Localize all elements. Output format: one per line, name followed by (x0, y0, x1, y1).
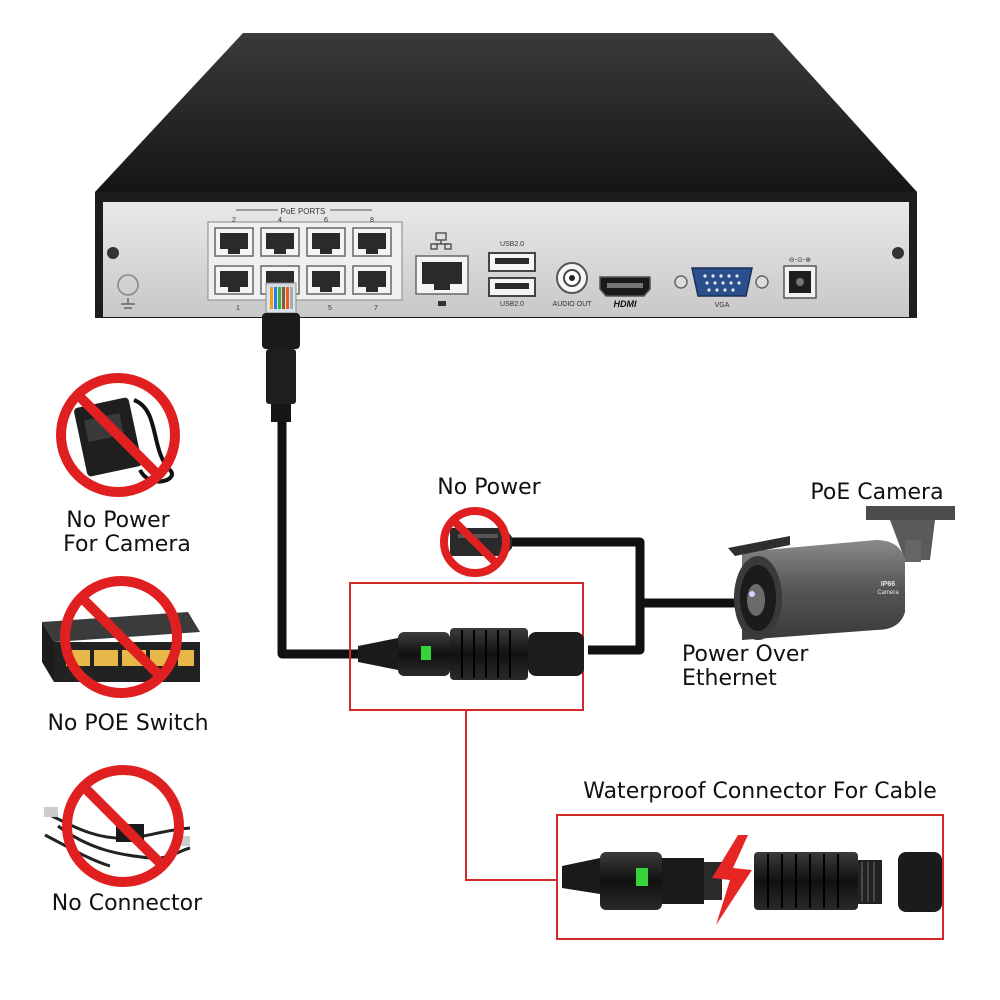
prohibited-sign-icon (62, 765, 184, 887)
port-number: 2 (232, 217, 236, 224)
waterproof-connector (358, 628, 584, 680)
poe-camera-label: PoE Camera (810, 480, 943, 505)
hdmi-port[interactable]: HDMI (599, 276, 651, 309)
waterproof-connector-label: Waterproof Connector For Cable (583, 779, 937, 804)
power-over-ethernet-label: Ethernet (682, 666, 777, 691)
prohibited-sign-icon (440, 507, 510, 577)
port-number: 5 (328, 305, 332, 312)
audio-out-label: AUDIO OUT (553, 301, 593, 308)
no-power-for-camera-label: No Power (66, 508, 170, 533)
poe-port-2[interactable] (214, 227, 254, 257)
splitter-plug (44, 807, 58, 817)
callout-line (465, 710, 557, 881)
connector-detail-box (556, 814, 944, 940)
poe-port-8[interactable] (352, 227, 392, 257)
prohibited-sign-icon (56, 373, 180, 497)
port-number: 8 (370, 217, 374, 224)
splitter-plug (178, 836, 190, 846)
dc-power-jack[interactable]: ⊖-⊙-⊕ (783, 257, 817, 299)
no-poe-switch-label: No POE Switch (47, 711, 208, 736)
port-number: 6 (324, 217, 328, 224)
no-connector-label: No Connector (52, 891, 203, 916)
camera-badge: Camera (877, 590, 899, 596)
poe-camera: IP66 Camera (728, 506, 955, 640)
nvr-top-cover (95, 33, 917, 192)
hdmi-label: HDMI (614, 299, 637, 309)
ground-icon (117, 274, 139, 309)
port-number: 7 (374, 305, 378, 312)
poe-ports-block: PoE PORTS 2 4 6 8 1 3 5 7 (207, 207, 403, 312)
usb-bottom-label: USB2.0 (500, 301, 524, 308)
no-power-label: No Power (437, 475, 541, 500)
lan-port[interactable] (415, 232, 469, 306)
ethernet-cable (277, 420, 735, 659)
prohibited-sign-icon (60, 576, 182, 698)
audio-out-jack[interactable]: AUDIO OUT (553, 262, 593, 308)
ethernet-icon (430, 232, 452, 250)
usb-ports[interactable]: USB2.0 USB2.0 (488, 241, 536, 308)
usb-top-label: USB2.0 (500, 241, 524, 248)
power-over-ethernet-label: Power Over (682, 642, 809, 667)
poe-port-4[interactable] (260, 227, 300, 257)
poe-port-6[interactable] (306, 227, 346, 257)
poe-ports-label: PoE PORTS (281, 207, 326, 216)
lightning-icon (712, 835, 752, 925)
camera-badge: IP66 (881, 581, 896, 588)
port-number: 1 (236, 305, 240, 312)
port-number: 4 (278, 217, 282, 224)
poe-port-1[interactable] (214, 265, 254, 295)
no-power-for-camera-label: For Camera (63, 532, 191, 557)
vga-label: VGA (715, 302, 730, 309)
poe-port-5[interactable] (306, 265, 346, 295)
vga-port[interactable]: VGA (674, 267, 769, 309)
connector-detail (562, 852, 942, 912)
rj45-plug (262, 282, 300, 422)
poe-port-7[interactable] (352, 265, 392, 295)
svg-text:⊖-⊙-⊕: ⊖-⊙-⊕ (789, 257, 811, 264)
nvr-recorder: PoE PORTS 2 4 6 8 1 3 5 7 (95, 33, 917, 318)
